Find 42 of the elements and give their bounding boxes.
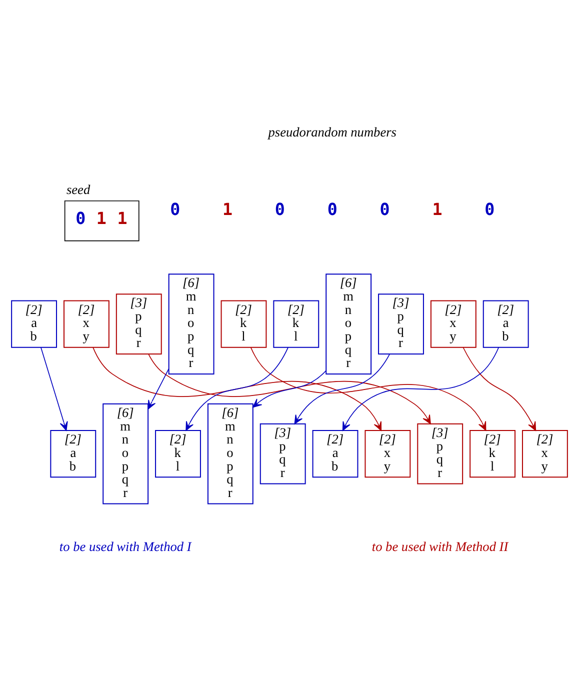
node-box: [6] m n o p q r bbox=[102, 403, 149, 504]
label: to be used with Method I bbox=[59, 539, 192, 554]
node-box: [6] m n o p q r bbox=[168, 274, 214, 374]
label: to be used with Method II bbox=[372, 539, 508, 554]
node-box: [6] m n o p q r bbox=[207, 403, 254, 504]
node-box: [3] p q r bbox=[417, 423, 464, 484]
arrow bbox=[40, 347, 68, 431]
arrow bbox=[294, 354, 390, 424]
label: 0 bbox=[327, 200, 338, 220]
arrow bbox=[186, 347, 288, 431]
node-box: [2] x y bbox=[64, 300, 110, 348]
node-box: [2] x y bbox=[430, 300, 476, 348]
arrow bbox=[148, 354, 431, 424]
node-label: seed bbox=[66, 182, 90, 198]
label: 0 bbox=[170, 200, 180, 220]
arrow bbox=[250, 347, 486, 431]
node-box: [2] a b bbox=[312, 430, 358, 478]
label: 0 bbox=[484, 200, 495, 220]
node-box: [2] k l bbox=[470, 430, 516, 478]
node-box: 0 1 1 bbox=[64, 200, 140, 242]
arrow bbox=[252, 370, 326, 408]
node-box: [2] k l bbox=[220, 300, 267, 348]
node-box: [2] k l bbox=[273, 300, 320, 348]
node-box: [3] p q r bbox=[116, 294, 162, 354]
node-box: [2] a b bbox=[50, 430, 96, 478]
node-box: [3] p q r bbox=[378, 294, 424, 354]
arrow bbox=[148, 368, 170, 410]
node-box: [2] a b bbox=[482, 300, 529, 348]
label: 1 bbox=[432, 200, 442, 220]
arrow bbox=[342, 346, 500, 431]
label: 0 bbox=[274, 200, 285, 220]
label: 0 bbox=[380, 200, 390, 220]
label: 1 bbox=[222, 200, 233, 220]
node-box: [2] x y bbox=[364, 430, 411, 478]
node-box: [2] k l bbox=[155, 430, 201, 478]
node-box: [2] a b bbox=[11, 300, 57, 348]
arrow bbox=[92, 347, 382, 431]
arrow bbox=[462, 346, 536, 431]
node-box: [6] m n o p q r bbox=[326, 274, 372, 374]
label: pseudorandom numbers bbox=[268, 124, 396, 140]
node-box: [2] x y bbox=[522, 430, 568, 478]
node-box: [3] p q r bbox=[260, 423, 306, 484]
